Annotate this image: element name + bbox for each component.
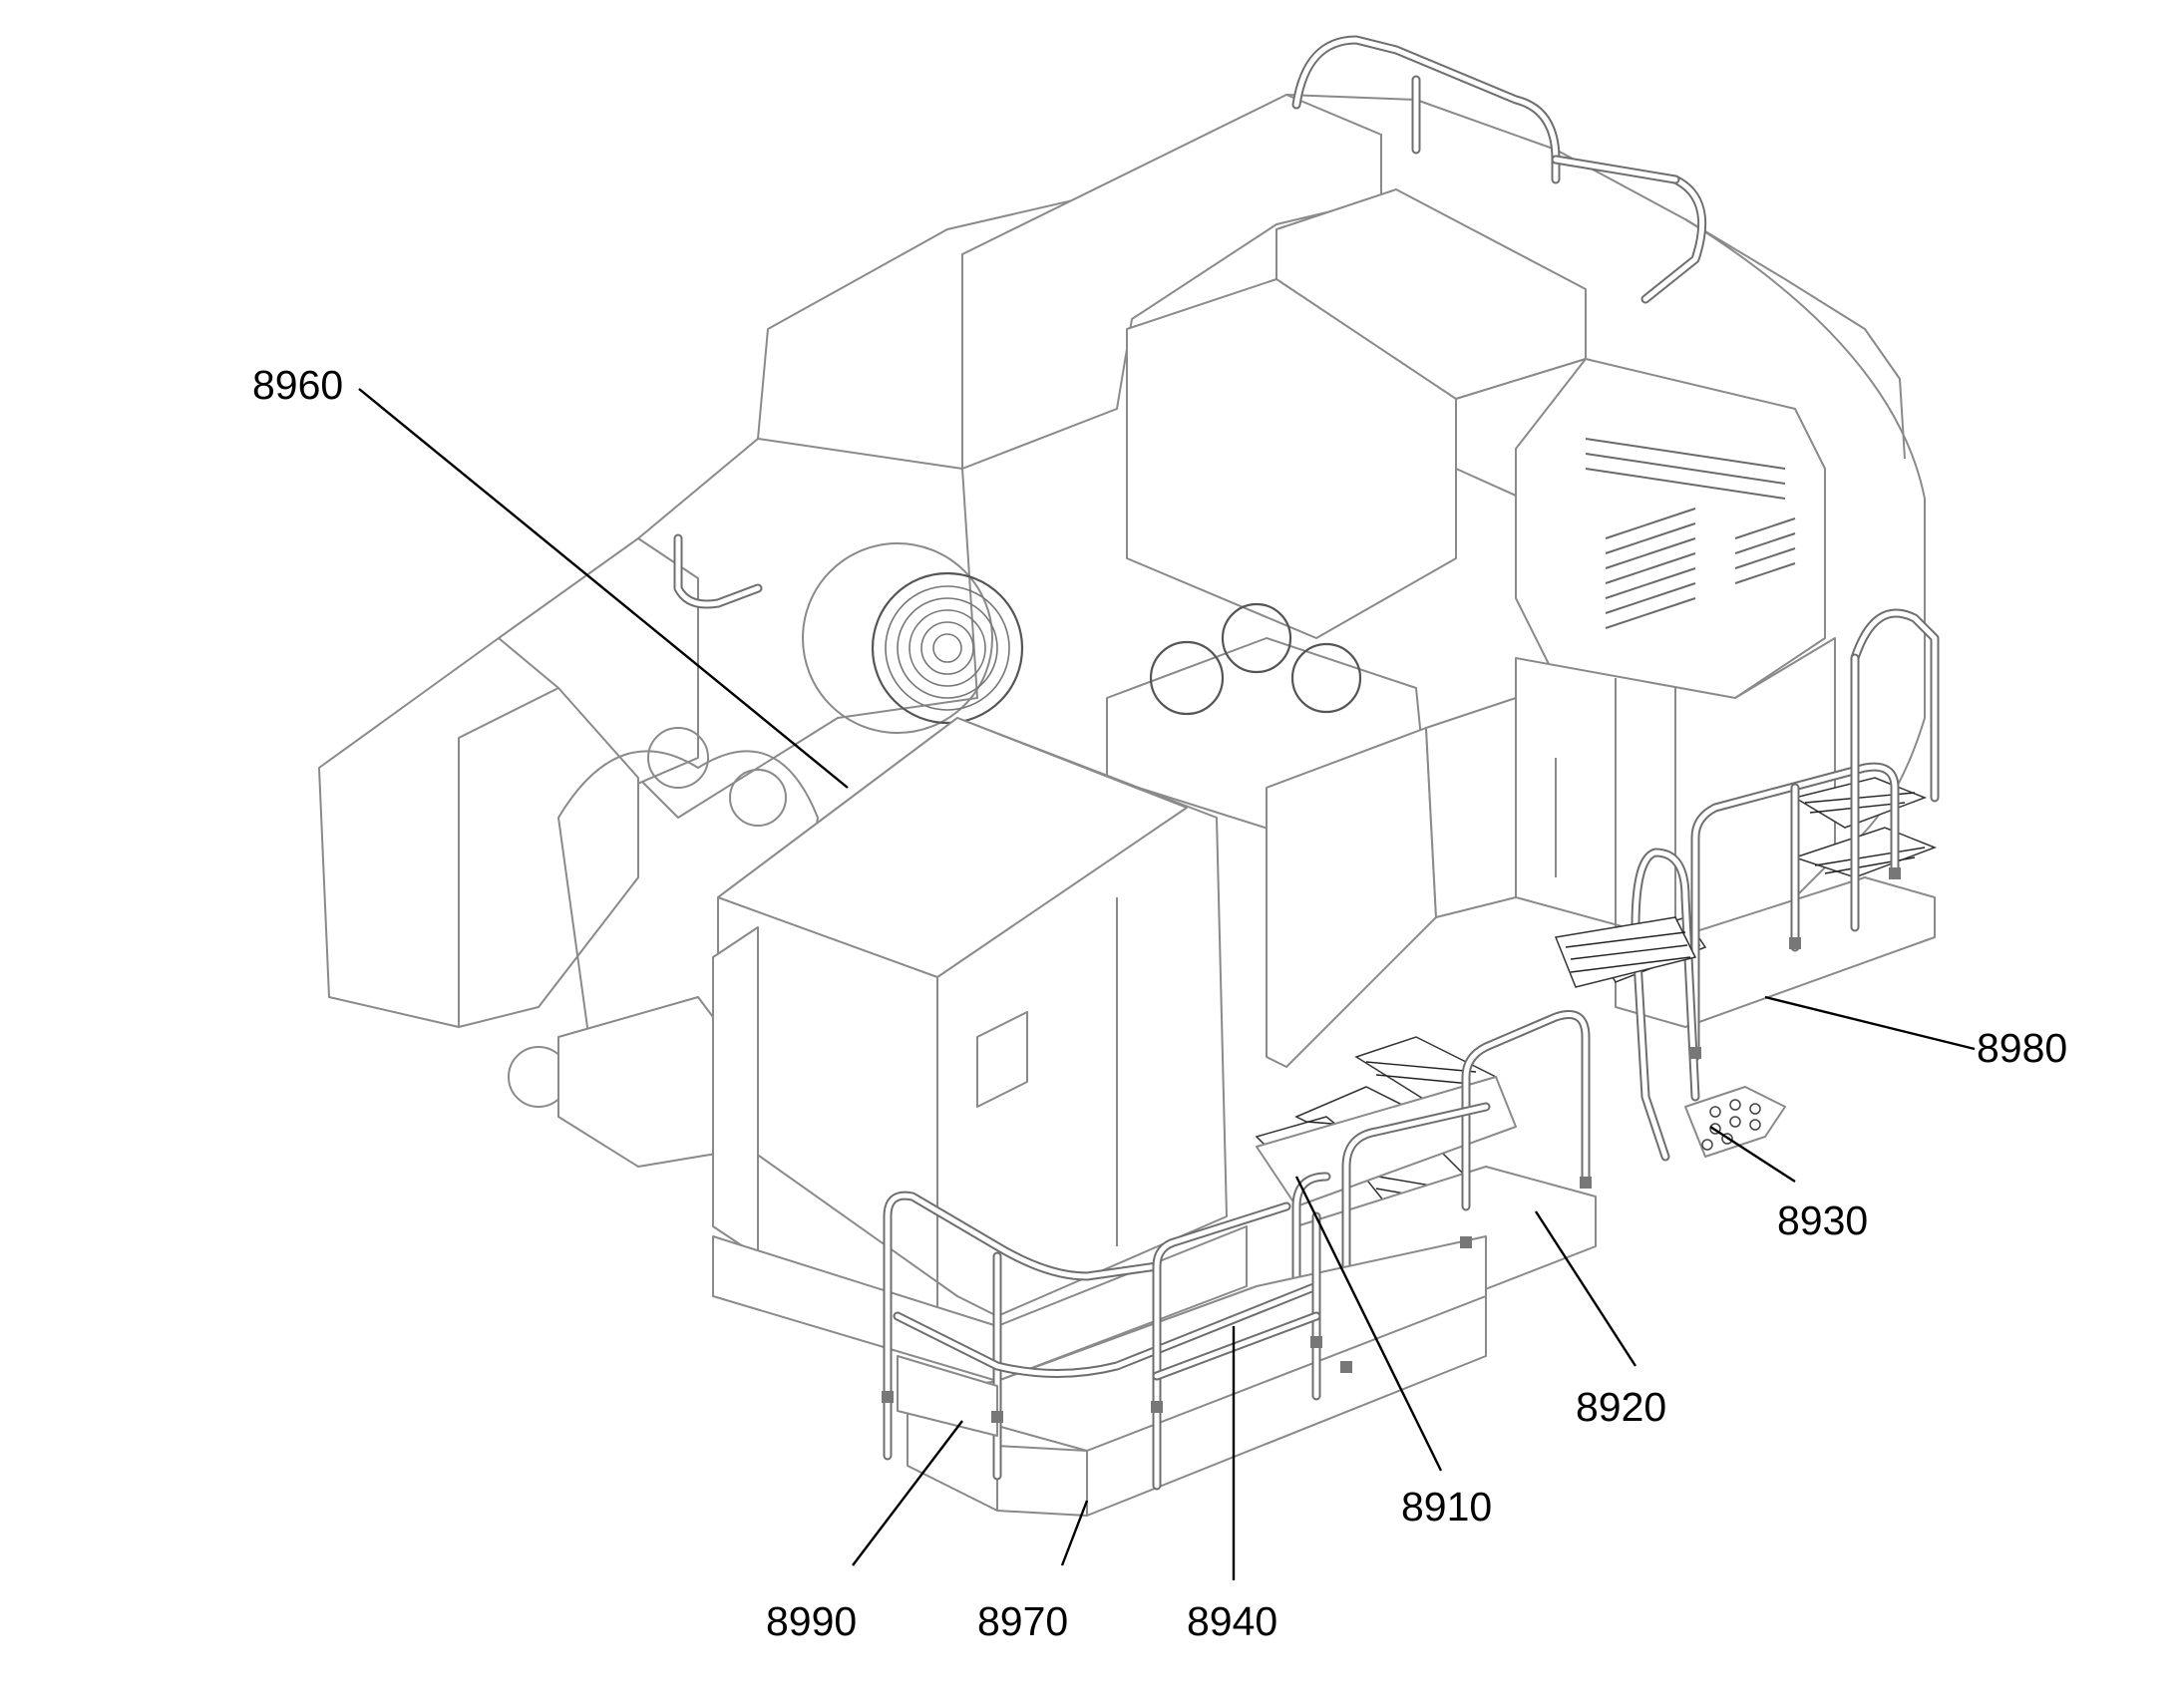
callout-8980: 8980 bbox=[1977, 1025, 2067, 1071]
leader-8930 bbox=[1709, 1125, 1796, 1184]
walkway-platforms bbox=[882, 608, 1940, 1517]
leader-8990 bbox=[852, 1420, 963, 1566]
callout-8930: 8930 bbox=[1777, 1197, 1868, 1243]
callout-8940: 8940 bbox=[1187, 1598, 1277, 1644]
callout-labels: 8960 8980 8930 8920 8910 8940 8970 8990 bbox=[252, 362, 2067, 1644]
callout-8920: 8920 bbox=[1576, 1384, 1666, 1430]
callout-8970: 8970 bbox=[977, 1598, 1068, 1644]
machine-outline bbox=[318, 35, 1926, 1382]
callout-8990: 8990 bbox=[766, 1598, 857, 1644]
leader-8960 bbox=[358, 388, 849, 789]
leader-8980 bbox=[1764, 995, 1976, 1051]
leader-lines bbox=[358, 388, 1976, 1580]
leader-8910 bbox=[1294, 1176, 1443, 1472]
callout-8960: 8960 bbox=[252, 362, 343, 408]
callout-8910: 8910 bbox=[1401, 1484, 1492, 1530]
leader-8920 bbox=[1534, 1210, 1637, 1367]
leader-8970 bbox=[1060, 1500, 1089, 1566]
